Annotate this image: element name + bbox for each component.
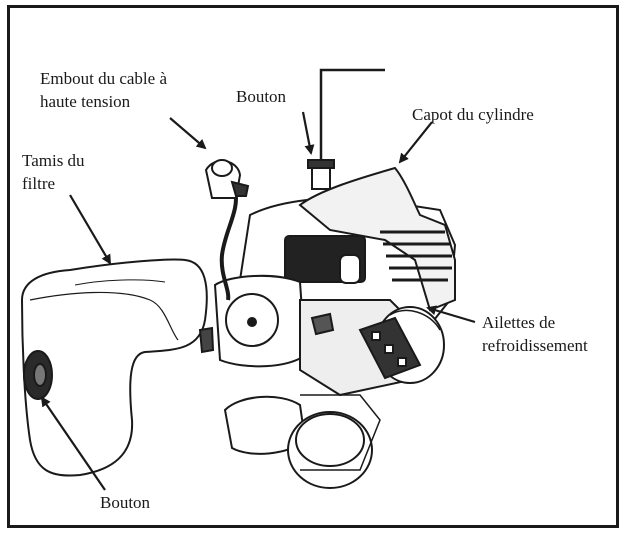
label-filter-line2: filtre [22, 174, 56, 193]
arrow-cylinder-cover [398, 121, 433, 164]
label-hv-cap-line1: Embout du cable à [40, 69, 167, 88]
engine-body [198, 68, 457, 489]
label-knob-top: Bouton [236, 87, 287, 106]
arrow-knob-top [301, 111, 315, 155]
filter-cover [20, 258, 208, 477]
label-fins-line2: refroidissement [482, 336, 588, 355]
arrow-hv-cap [169, 117, 207, 150]
label-filter-line1: Tamis du [22, 151, 85, 170]
label-cylinder-cover: Capot du cylindre [412, 105, 534, 124]
arrow-filter [69, 194, 112, 265]
label-knob-bottom: Bouton [100, 493, 151, 512]
callout-arrows [40, 111, 476, 491]
figure-frame [7, 5, 619, 528]
arrow-fins [426, 305, 476, 324]
arrow-knob-bottom [40, 396, 106, 491]
label-hv-cap-line2: haute tension [40, 92, 131, 111]
label-fins-line1: Ailettes de [482, 313, 556, 332]
